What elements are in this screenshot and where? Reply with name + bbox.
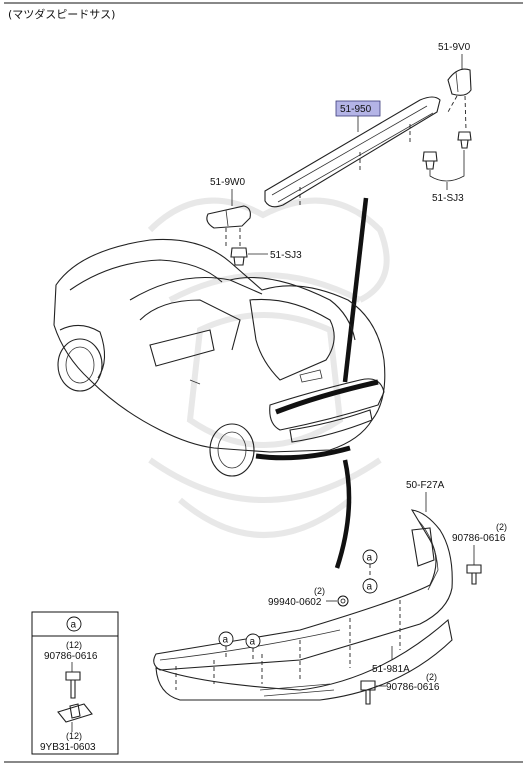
legend-box: a (12) 90786-0616 (12) 9YB31-0603 (31, 611, 119, 755)
legend-nut-qty: (12) (66, 731, 82, 741)
qty-screw-bottom: (2) (426, 672, 437, 682)
watermark-logo (147, 197, 390, 538)
label-spoiler[interactable]: 51-950 (340, 104, 372, 115)
label-clip-left[interactable]: 51-SJ3 (270, 250, 302, 261)
clip-icon-center (337, 595, 349, 607)
dash-callouts (225, 564, 371, 660)
label-clip-center[interactable]: 99940-0602 (268, 597, 322, 608)
screw-icon-right (466, 564, 482, 585)
legend-nut-part: 9YB31-0603 (40, 742, 96, 753)
clip-icon-right-lower (422, 151, 438, 170)
qty-clip-center: (2) (314, 586, 325, 596)
pointer-spoiler (342, 197, 369, 383)
svg-text:a: a (367, 582, 373, 593)
label-screw-bottom[interactable]: 90786-0616 (386, 682, 440, 693)
left-end-cap (206, 205, 251, 229)
label-screw-right[interactable]: 90786-0616 (452, 533, 506, 544)
leader-clip-right (429, 150, 465, 182)
dash-left-cap (225, 228, 241, 246)
qty-screw-right: (2) (496, 522, 507, 532)
label-right-cap[interactable]: 51-9V0 (438, 42, 471, 53)
legend-screw-icon (65, 671, 81, 699)
bumper-lip (155, 600, 453, 701)
svg-text:a: a (250, 637, 256, 648)
dash-right-cap (447, 95, 467, 131)
label-clip-right[interactable]: 51-SJ3 (432, 193, 464, 204)
callout-marker-4: a (245, 633, 261, 649)
legend-marker: a (71, 620, 77, 631)
header-title: (マツダスピードサス) (8, 7, 115, 21)
svg-text:a: a (367, 553, 373, 564)
legend-screw-part: 90786-0616 (44, 651, 98, 662)
callout-marker-1: a (362, 549, 378, 565)
clip-icon-left (230, 247, 248, 266)
svg-text:a: a (223, 635, 229, 646)
pointer-bumper (334, 459, 352, 569)
label-bumper-lip[interactable]: 51-981A (372, 664, 410, 675)
rear-spoiler (264, 96, 441, 208)
clip-icon-right-upper (457, 131, 472, 149)
legend-marker-circle (66, 616, 82, 632)
callout-marker-3: a (218, 631, 234, 647)
label-rear-bumper[interactable]: 50-F27A (406, 480, 445, 491)
legend-screw-qty: (12) (66, 640, 82, 650)
right-end-cap (447, 68, 472, 96)
car-illustration (53, 238, 386, 477)
rear-bumper (153, 509, 453, 671)
legend-nut-icon (57, 703, 93, 723)
label-left-cap[interactable]: 51-9W0 (210, 177, 245, 188)
callout-marker-2: a (362, 578, 378, 594)
screw-icon-bottom (360, 680, 376, 705)
